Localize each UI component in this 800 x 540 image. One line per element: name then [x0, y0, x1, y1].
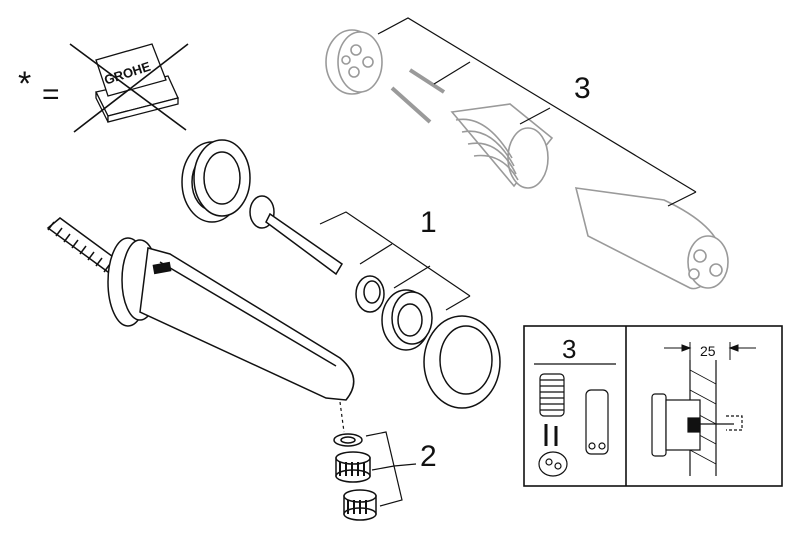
- mounting-rod: [249, 195, 344, 276]
- callout-1: 1: [420, 206, 437, 239]
- cover-rosette: [423, 315, 501, 409]
- spout-set: [181, 139, 501, 409]
- spout-body: [139, 247, 355, 401]
- legend-asterisk-note: * = GROHE: [18, 43, 189, 133]
- bracket-1: [319, 211, 471, 297]
- valve-cap: [325, 29, 383, 95]
- valve-set-ghost: [325, 17, 729, 290]
- aerator-housing: [343, 489, 377, 521]
- legend-equals: =: [42, 78, 60, 111]
- washer: [381, 289, 433, 351]
- bracket-3: [377, 17, 697, 193]
- callout-3: 3: [574, 72, 591, 105]
- cartridge-cylinder: [574, 187, 729, 290]
- valve-screws: [390, 68, 446, 124]
- package-crossed-out-icon: GROHE: [69, 43, 189, 133]
- o-ring: [355, 275, 385, 313]
- wall-flange-ring: [181, 139, 251, 223]
- aerator-seal: [333, 433, 363, 447]
- aerator-insert: [335, 451, 371, 483]
- inset-wall-section: [651, 360, 743, 476]
- inset-cartridge: [585, 389, 609, 455]
- inset-label-3: 3: [562, 334, 576, 364]
- inset-cap: [538, 451, 568, 477]
- callout-2: 2: [420, 440, 437, 473]
- ribbed-sleeve: [450, 103, 554, 189]
- dimension-value: 25: [700, 343, 716, 359]
- inset-screws: [544, 424, 558, 446]
- legend-asterisk: *: [18, 65, 31, 103]
- spout: [46, 217, 355, 433]
- inset-sleeve: [539, 373, 565, 417]
- aerator-set: [333, 431, 417, 521]
- installation-inset: 3: [523, 325, 783, 487]
- dimension-line: [664, 342, 756, 360]
